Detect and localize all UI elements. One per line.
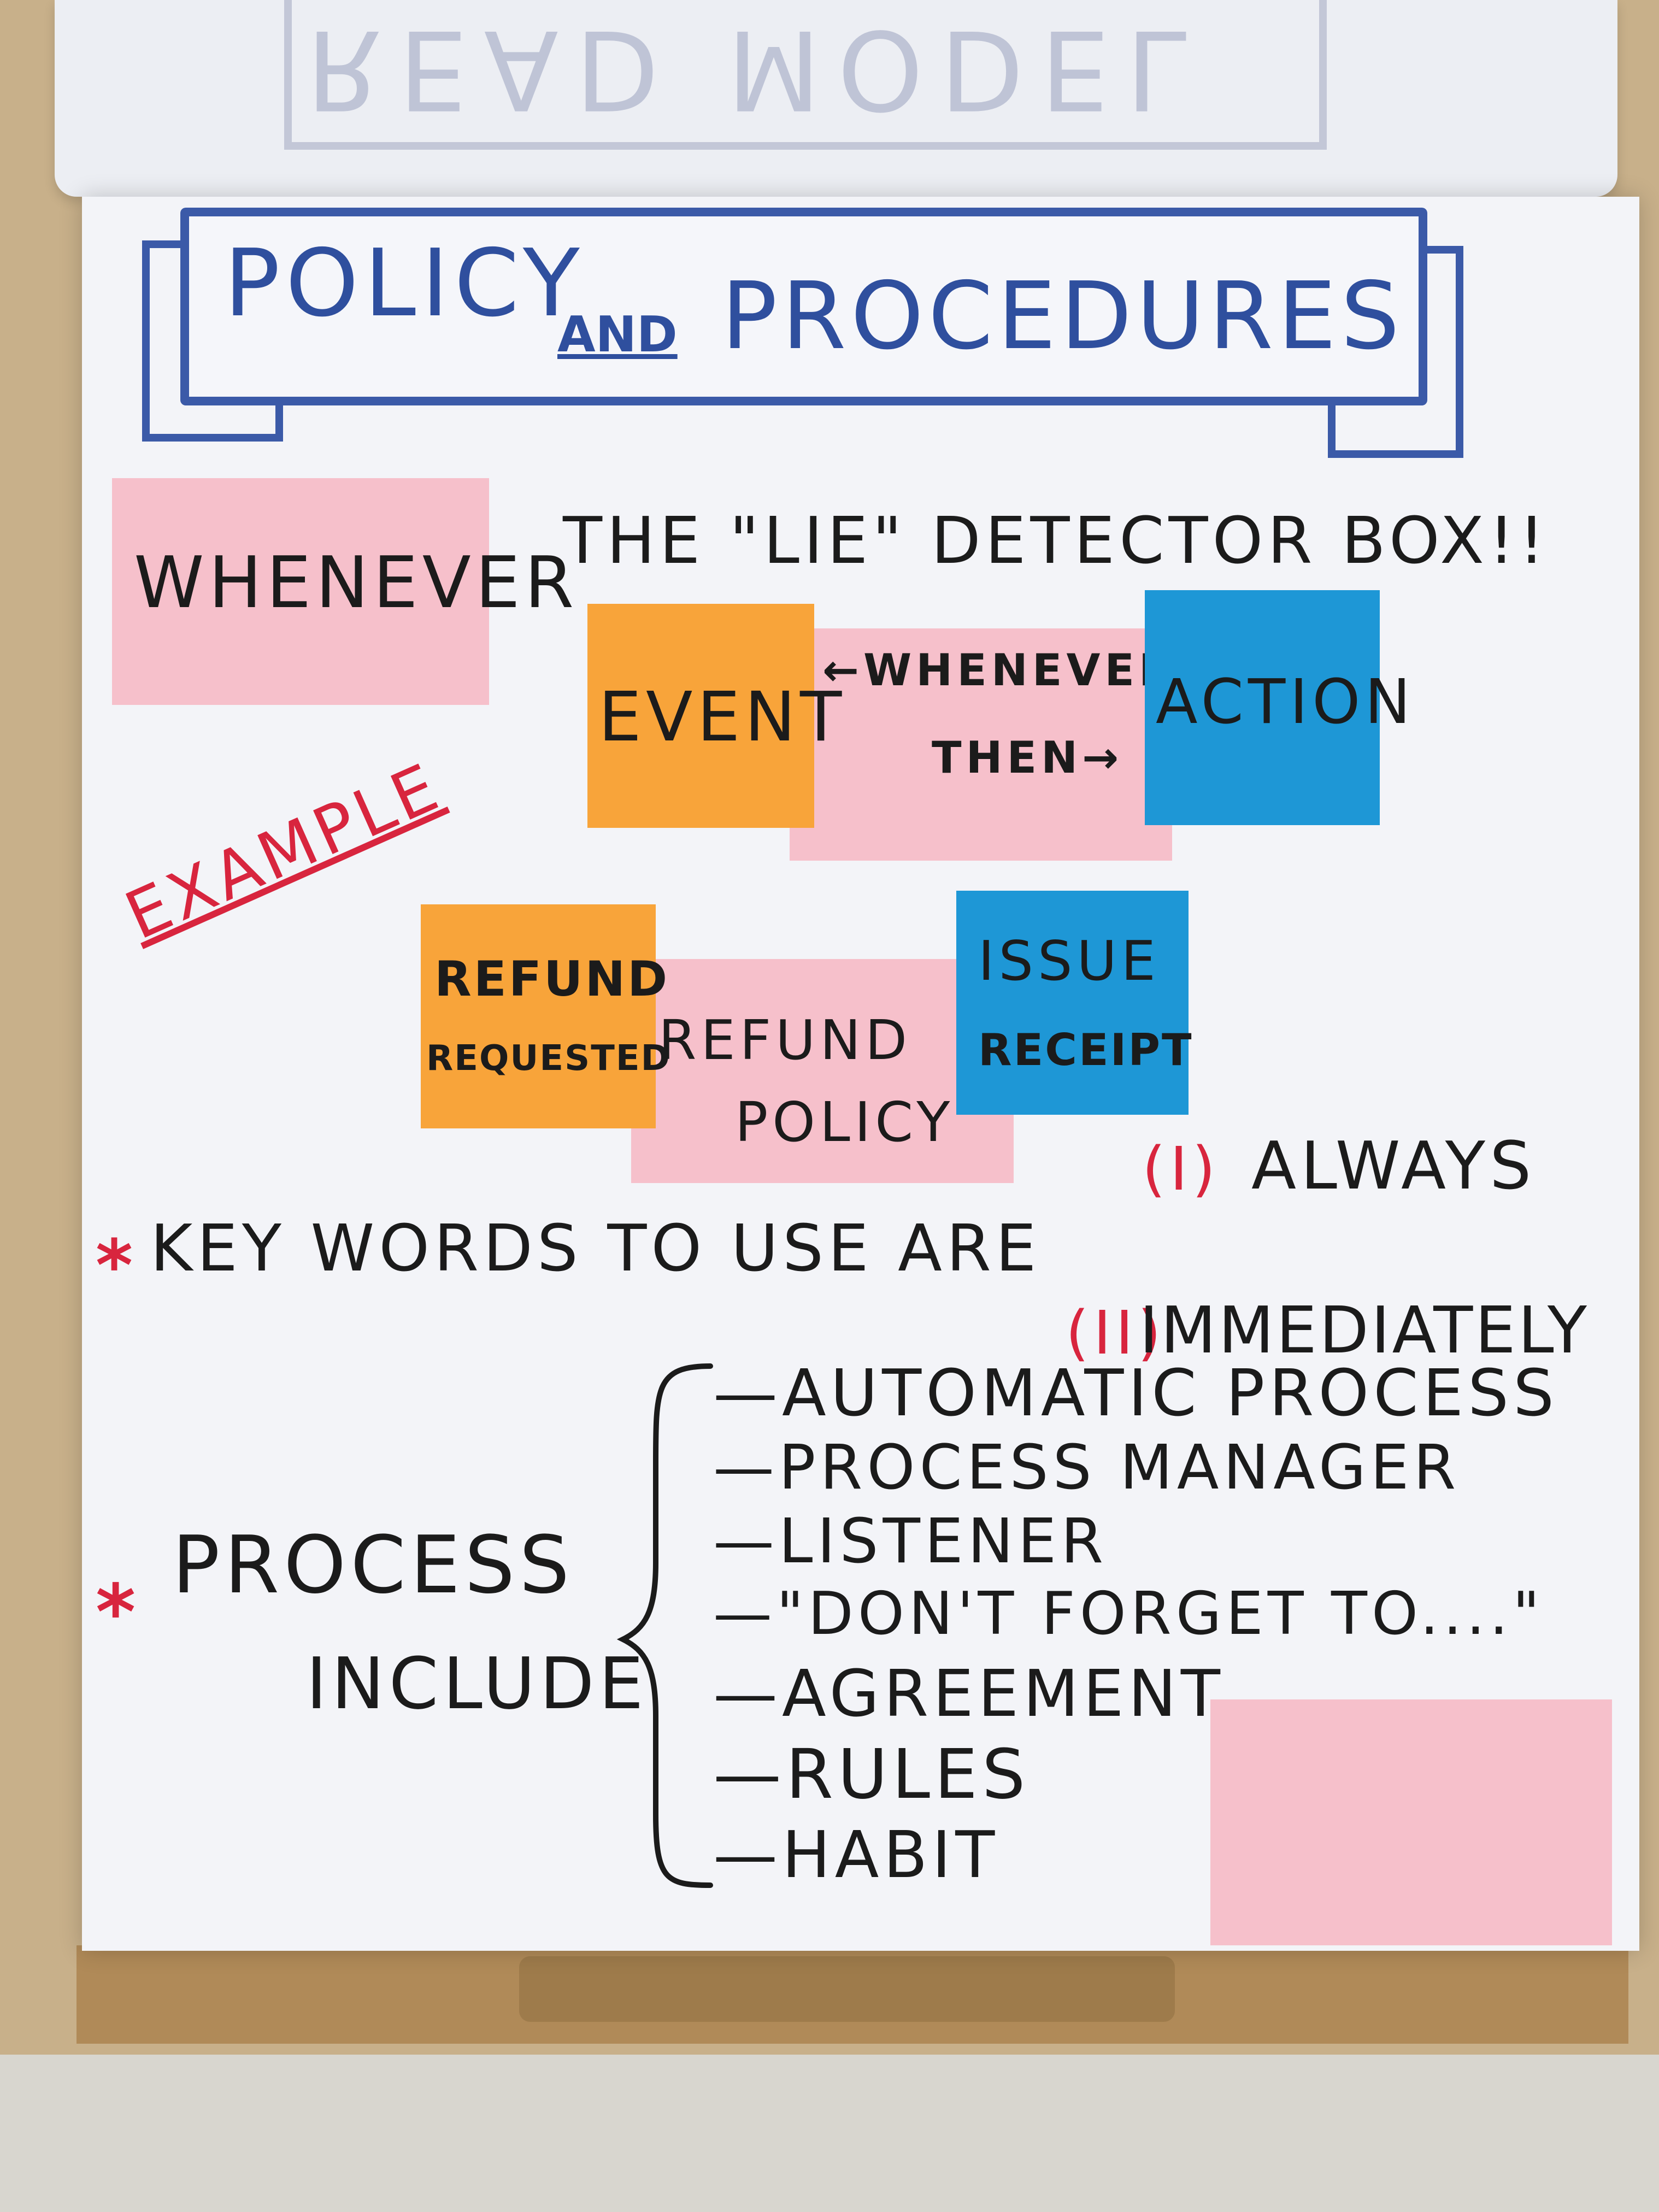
table-surface: [0, 2055, 1659, 2212]
action-note-label: ACTION: [1156, 667, 1415, 738]
process-item: —LISTENER: [713, 1506, 1108, 1577]
refund-requested-line1: REFUND: [434, 951, 670, 1007]
process-line1: PROCESS: [172, 1519, 574, 1611]
lie-detector-heading: THE "LIE" DETECTOR BOX!!: [563, 503, 1549, 578]
process-item: —AUTOMATIC PROCESS: [713, 1355, 1558, 1431]
issue-receipt-sticky-note: ISSUE RECEIPT: [956, 891, 1192, 1115]
event-sticky-note: EVENT: [587, 604, 842, 828]
cardboard-tab: [519, 1956, 1175, 2022]
keyword-1-number: (I): [1142, 1134, 1220, 1204]
policy-sticky-note: ←WHENEVER THEN→: [790, 628, 1173, 861]
process-item: —"DON'T FORGET TO....": [713, 1580, 1544, 1648]
process-bullet: *: [96, 1568, 140, 1657]
process-line2: INCLUDE: [306, 1642, 648, 1725]
issue-receipt-line2: RECEIPT: [978, 1025, 1193, 1075]
refund-requested-sticky-note: REFUND REQUESTED: [421, 904, 670, 1128]
process-item: —PROCESS MANAGER: [713, 1432, 1461, 1503]
whenever-sticky-note: WHENEVER: [112, 478, 574, 705]
previous-sheet-title: READ MODEL: [306, 5, 1203, 133]
banner-word-procedures: PROCEDURES: [721, 262, 1404, 370]
then-arrow-label: THEN→: [932, 732, 1123, 783]
keyword-2-number: (II): [1066, 1298, 1166, 1368]
process-item: —HABIT: [713, 1817, 999, 1892]
keywords-bullet: *: [96, 1224, 137, 1307]
refund-policy-sticky-note: REFUND POLICY: [631, 959, 1014, 1183]
action-sticky-note: ACTION: [1145, 590, 1410, 825]
previous-sheet-banner: [284, 0, 1327, 150]
keywords-heading: KEY WORDS TO USE ARE: [150, 1210, 1041, 1286]
process-item: —AGREEMENT: [713, 1656, 1225, 1731]
blank-sticky-note: [1210, 1699, 1612, 1945]
title-banner: [180, 208, 1427, 405]
refund-requested-line2: REQUESTED: [426, 1038, 671, 1079]
whenever-note-label: WHENEVER: [134, 541, 579, 624]
banner-word-and: AND: [557, 306, 678, 363]
refund-policy-line1: REFUND: [658, 1008, 912, 1072]
process-item: —RULES: [713, 1735, 1030, 1814]
event-note-label: EVENT: [598, 678, 846, 757]
refund-policy-line2: POLICY: [735, 1090, 955, 1154]
previous-flipchart-sheet: [55, 0, 1617, 197]
banner-word-policy: POLICY: [224, 230, 585, 338]
issue-receipt-line1: ISSUE: [978, 929, 1160, 993]
keyword-1-always: ALWAYS: [1251, 1128, 1536, 1204]
whenever-arrow-label: ←WHENEVER: [822, 645, 1177, 696]
curly-brace: [616, 1363, 713, 1888]
keyword-2-immediately: IMMEDIATELY: [1139, 1292, 1589, 1368]
